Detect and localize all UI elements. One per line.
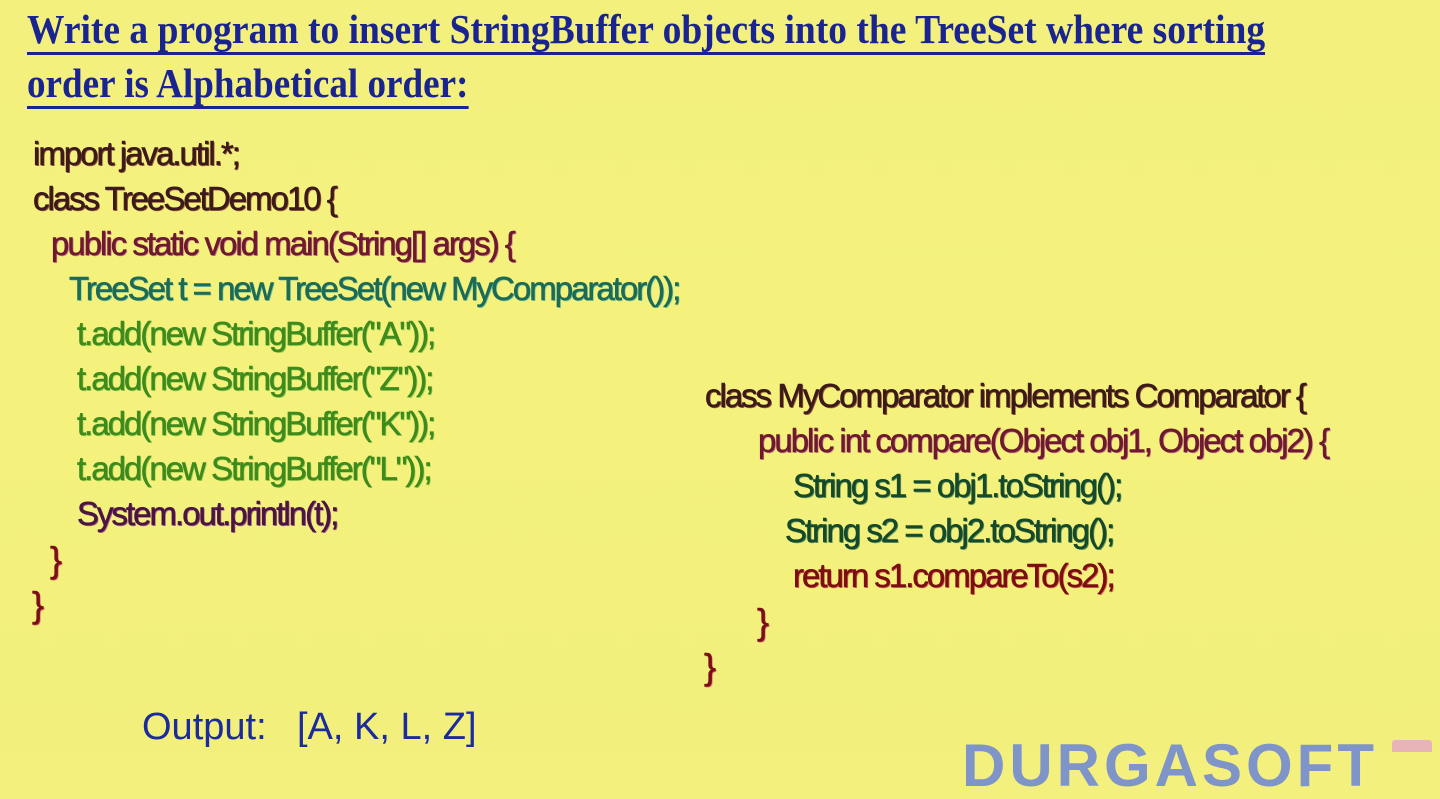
watermark-logo: DURGASOFT (962, 732, 1378, 799)
code-line-close-comparator: } (704, 646, 717, 687)
output-value: [A, K, L, Z] (297, 706, 477, 748)
channel-icon (1392, 740, 1432, 752)
output-label: Output: (142, 706, 267, 748)
code-line-close-class: } (32, 584, 45, 625)
code-line-add-l: t.add(new StringBuffer("L")); (77, 450, 433, 487)
code-line-treeset-new: TreeSet t = new TreeSet(new MyComparator… (69, 270, 682, 307)
code-line-s1: String s1 = obj1.toString(); (793, 467, 1124, 504)
code-line-s2: String s2 = obj2.toString(); (785, 512, 1116, 549)
code-line-add-z: t.add(new StringBuffer("Z")); (77, 360, 435, 397)
code-line-close-compare: } (757, 601, 770, 642)
code-line-return: return s1.compareTo(s2); (793, 557, 1116, 594)
code-line-add-k: t.add(new StringBuffer("K")); (77, 405, 437, 442)
code-line-class-decl: class TreeSetDemo10 { (33, 180, 338, 217)
code-line-main-method: public static void main(String[] args) { (51, 225, 516, 262)
title-line-1: Write a program to insert StringBuffer o… (27, 9, 1266, 55)
code-line-import: import java.util.*; (33, 135, 242, 172)
title-line-2: order is Alphabetical order: (27, 63, 469, 109)
code-line-close-main: } (50, 539, 63, 580)
code-line-comparator-class: class MyComparator implements Comparator… (705, 377, 1308, 414)
code-line-println: System.out.println(t); (77, 495, 340, 532)
code-line-add-a: t.add(new StringBuffer("A")); (77, 315, 437, 352)
code-line-compare-method: public int compare(Object obj1, Object o… (758, 422, 1331, 459)
